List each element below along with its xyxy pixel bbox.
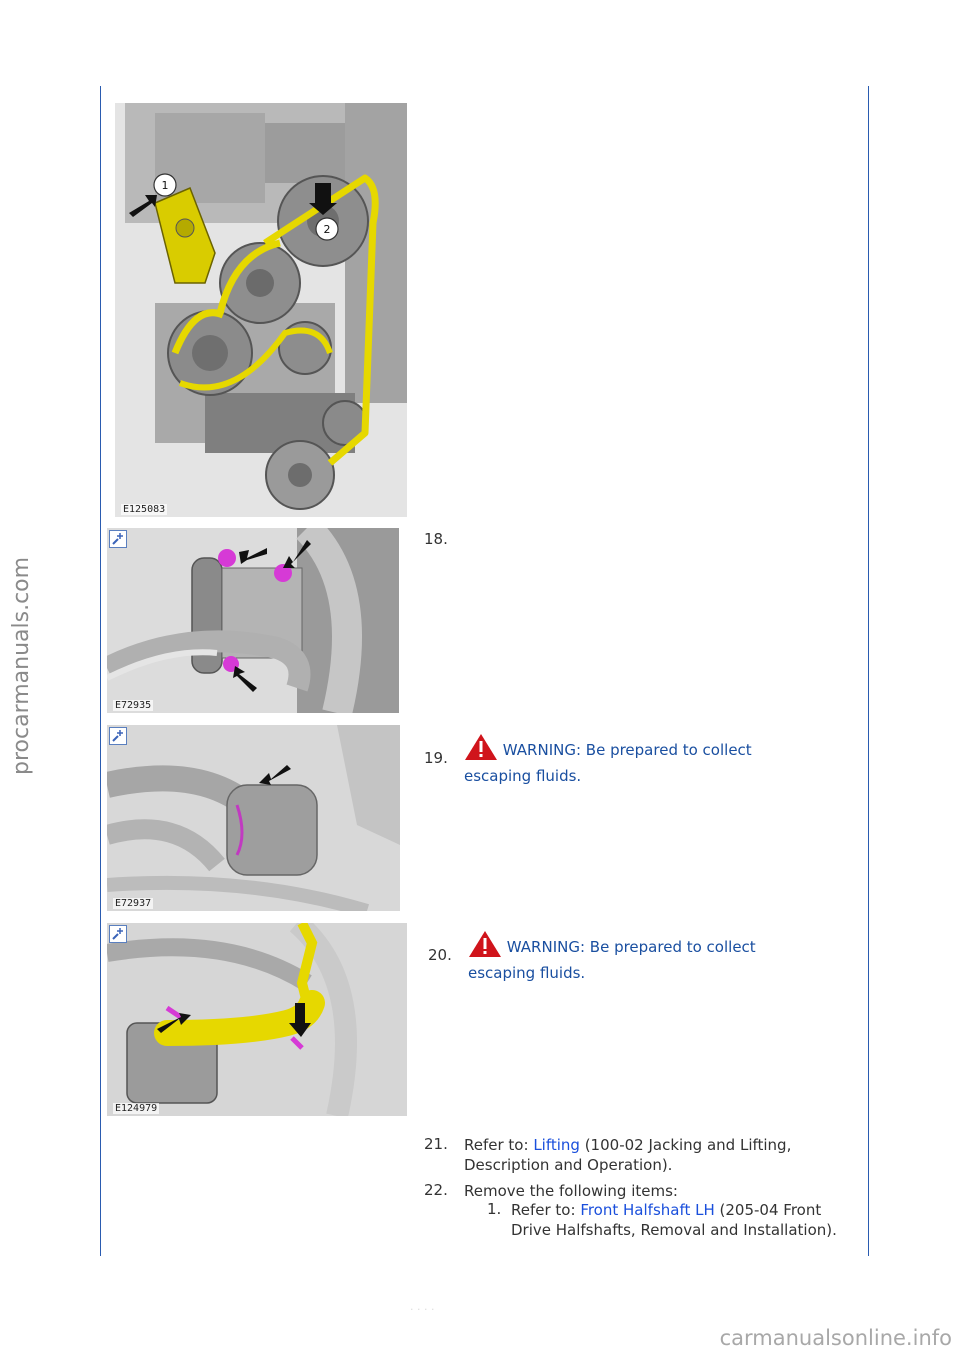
- step-22-sub-text: Refer to: Front Halfshaft LH (205-04 Fro…: [511, 1200, 861, 1240]
- refer-line2: Description and Operation).: [464, 1156, 673, 1174]
- step-20-warning: WARNING: Be prepared to collect escaping…: [468, 930, 848, 983]
- side-watermark: procarmanuals.com: [9, 556, 34, 775]
- figure-id: E72935: [113, 700, 154, 711]
- warning-triangle-icon: [468, 930, 502, 963]
- footer-page-marker: . . . .: [410, 1300, 435, 1313]
- refer-line2: Drive Halfshafts, Removal and Installati…: [511, 1221, 837, 1239]
- zoom-button[interactable]: [109, 530, 127, 548]
- step-21-text: Refer to: Lifting (100-02 Jacking and Li…: [464, 1135, 854, 1175]
- step-19-warning: WARNING: Be prepared to collect escaping…: [464, 733, 844, 786]
- step-22-sub-number: 1.: [487, 1200, 502, 1218]
- figure-drive-belt: 1 2 E125083: [115, 103, 407, 517]
- zoom-button[interactable]: [109, 727, 127, 745]
- step-20-number: 20.: [428, 946, 452, 964]
- callout-2: 2: [324, 223, 331, 236]
- left-margin-rule: [100, 86, 101, 1256]
- magnify-plus-icon: [112, 533, 123, 545]
- step-21-number: 21.: [424, 1135, 448, 1153]
- figure-step-19: E72937: [107, 725, 400, 911]
- figure-id: E125083: [121, 504, 168, 515]
- step-22-number: 22.: [424, 1181, 448, 1199]
- lifting-link[interactable]: Lifting: [533, 1136, 580, 1154]
- magnify-plus-icon: [112, 730, 123, 742]
- figure-step-20: E124979: [107, 923, 407, 1116]
- warning-text-line2: escaping fluids.: [464, 767, 582, 785]
- step-22-text: Remove the following items:: [464, 1182, 678, 1200]
- step-19-number: 19.: [424, 749, 448, 767]
- bottom-watermark: carmanualsonline.info: [719, 1326, 952, 1350]
- zoom-button[interactable]: [109, 925, 127, 943]
- figure-id: E124979: [113, 1103, 160, 1114]
- figure-id: E72937: [113, 898, 154, 909]
- warning-text: WARNING: Be prepared to collect: [506, 938, 756, 956]
- figure-step-18: E72935: [107, 528, 399, 713]
- callout-1: 1: [162, 179, 169, 192]
- magnify-plus-icon: [112, 928, 123, 940]
- refer-suffix: (100-02 Jacking and Lifting,: [579, 1136, 792, 1154]
- refer-suffix: (205-04 Front: [714, 1201, 822, 1219]
- step-18-number: 18.: [424, 530, 448, 548]
- refer-prefix: Refer to:: [464, 1136, 534, 1154]
- warning-text: WARNING: Be prepared to collect: [502, 741, 752, 759]
- warning-triangle-icon: [464, 733, 498, 766]
- refer-prefix: Refer to:: [511, 1201, 581, 1219]
- right-margin-rule: [868, 86, 869, 1256]
- warning-text-line2: escaping fluids.: [468, 964, 586, 982]
- front-halfshaft-lh-link[interactable]: Front Halfshaft LH: [580, 1201, 715, 1219]
